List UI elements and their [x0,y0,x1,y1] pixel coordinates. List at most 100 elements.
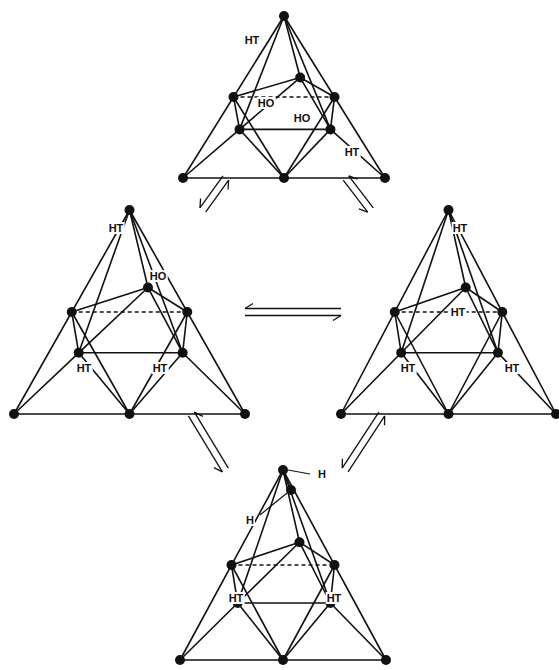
cluster-edge [183,353,245,414]
cluster-edge [130,210,183,353]
metal-atom [74,348,84,358]
arrow-head [214,468,222,472]
cluster-edge [238,603,283,660]
metal-atom [67,307,77,317]
hydride-label: HT [452,222,469,234]
cluster-structure: HTHTHTHT [341,210,556,414]
hydride-label: H [245,514,255,526]
equilibrium-arrow [342,412,384,472]
equilibrium-arrow [343,176,373,212]
cluster-structure: HTHOHTHT [14,210,245,414]
hydride-bond [288,470,310,474]
hydride-label: HO [257,97,276,109]
metal-cluster [336,205,559,419]
arrow-head [359,209,368,212]
cluster-edge [130,312,188,414]
hydride-label: HT [504,362,521,374]
arrow-head [227,180,229,189]
cluster-edge [401,210,448,353]
hydride-label: HT [228,592,245,604]
cluster-edge [283,565,335,660]
arrow-shaft [194,412,228,468]
hydride-label: HT [344,146,361,158]
cluster-edge [14,210,130,414]
cluster-structure: H H HT HT [180,470,386,660]
metal-atom [9,409,19,419]
metal-atom [286,485,296,495]
cluster-edge [449,210,498,353]
cluster-edge [180,603,238,660]
arrow-shaft [245,315,341,316]
arrow-shaft [349,176,373,208]
metal-atom [178,348,188,358]
cluster-edge [234,97,285,178]
hydride-label: HT [326,592,343,604]
metal-atom [175,655,185,665]
metal-atom [493,348,503,358]
metal-atom [325,124,335,134]
metal-atom [444,409,454,419]
metal-atom [461,283,471,293]
back-edge [395,311,503,312]
cluster-edge [449,312,503,414]
cluster-edge [183,129,240,178]
cluster-edge [283,470,299,542]
hydride-label: HO [293,112,312,124]
arrow-head [245,304,253,309]
metal-atom [330,560,340,570]
cluster-edge [14,353,79,414]
metal-atom [279,173,289,183]
cluster-edge [232,565,284,660]
cluster-edge [234,78,301,97]
arrow-shaft [245,308,341,309]
metal-atom [336,409,346,419]
cluster-edge [284,16,330,129]
cluster-edge [395,312,449,414]
metal-atom [294,537,304,547]
cluster-edge [183,16,284,178]
metal-atom [381,655,391,665]
metal-cluster [175,465,391,665]
cluster-edge [449,210,557,414]
cluster-edge [72,312,130,414]
cluster-edge [341,353,401,414]
metal-atom [229,92,239,102]
cluster-edge [330,603,386,660]
metal-atom [396,348,406,358]
back-edge [232,564,335,565]
metal-atom [295,73,305,83]
equilibrium-arrow [188,412,228,472]
cluster-edge [284,16,300,78]
arrow-head [384,416,385,425]
arrow-shaft [188,416,222,472]
metal-atom [125,205,135,215]
cluster-edge [498,353,556,414]
hydride-label: H [317,468,327,480]
metal-atom [235,124,245,134]
arrow-head [342,459,343,468]
back-edge [72,311,188,312]
metal-atom [125,409,135,419]
metal-atom [444,205,454,215]
cluster-edge [240,129,284,178]
metal-atom [497,307,507,317]
back-edge [234,96,335,97]
cluster-edge [79,210,130,353]
hydride-bond [260,493,287,515]
metal-atom [178,173,188,183]
metal-atom [278,655,288,665]
metal-atom [182,307,192,317]
arrow-head [194,412,202,416]
metal-atom [279,11,289,21]
cluster-edge [72,288,148,312]
cluster-structure: HTHOHOHT [183,16,385,178]
arrow-head [333,316,341,321]
cluster-edge [283,603,330,660]
cluster-edge [240,16,284,129]
cluster-edge [148,288,183,353]
cluster-edge [238,470,283,603]
metal-atom [227,560,237,570]
cluster-edge [466,288,498,353]
